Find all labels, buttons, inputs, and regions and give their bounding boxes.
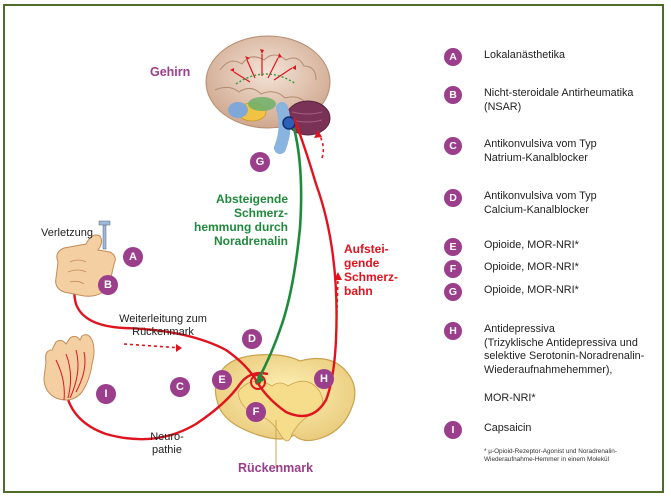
hand-neuropathy-illustration <box>44 335 94 400</box>
legend-text-f: Opioide, MOR-NRI* <box>484 261 671 275</box>
descending-inhibition-label: Absteigende Schmerz- hemmung durch Norad… <box>188 192 288 248</box>
transmission-label: Weiterleitung zum Rückenmark <box>108 313 218 339</box>
diagram-badge-f: F <box>246 402 266 422</box>
legend-badge-g: G <box>444 283 462 301</box>
diagram-badge-i: I <box>96 384 116 404</box>
legend-text-h-mor: MOR-NRI* <box>484 392 671 406</box>
diagram-badge-c: C <box>170 377 190 397</box>
legend-badge-d: D <box>444 189 462 207</box>
legend-text-g: Opioide, MOR-NRI* <box>484 284 671 298</box>
neuropathy-label: Neuro- pathie <box>137 431 197 457</box>
legend-badge-i: I <box>444 421 462 439</box>
legend-badge-e: E <box>444 238 462 256</box>
injury-label: Verletzung <box>41 227 93 240</box>
legend-text-e: Opioide, MOR-NRI* <box>484 239 671 253</box>
brain-label: Gehirn <box>150 66 190 79</box>
legend-text-b: Nicht-steroidale Antirheumatika (NSAR) <box>484 87 671 114</box>
diagram-badge-b: B <box>98 275 118 295</box>
legend-badge-b: B <box>444 86 462 104</box>
legend-text-d: Antikonvulsiva vom Typ Calcium-Kanalbloc… <box>484 190 671 217</box>
legend-text-a: Lokalanästhetika <box>484 49 671 63</box>
diagram-badge-a: A <box>123 247 143 267</box>
legend-text-i: Capsaicin <box>484 422 671 436</box>
legend-badge-c: C <box>444 137 462 155</box>
diagram-badge-g: G <box>250 152 270 172</box>
legend-text-h: Antidepressiva (Trizyklische Antidepress… <box>484 323 671 377</box>
legend-text-c: Antikonvulsiva vom Typ Natrium-Kanalbloc… <box>484 138 671 165</box>
brain-illustration <box>206 36 330 148</box>
legend-badge-f: F <box>444 260 462 278</box>
legend-badge-a: A <box>444 48 462 66</box>
footnote: * µ-Opioid-Rezeptor-Agonist und Noradren… <box>484 448 664 464</box>
legend-badge-h: H <box>444 322 462 340</box>
diagram-badge-d: D <box>242 329 262 349</box>
diagram-badge-e: E <box>212 370 232 390</box>
spinal-cord-label: Rückenmark <box>238 462 313 475</box>
diagram-badge-h: H <box>314 369 334 389</box>
ascending-pathway-label: Aufstei- gende Schmerz- bahn <box>344 242 424 298</box>
